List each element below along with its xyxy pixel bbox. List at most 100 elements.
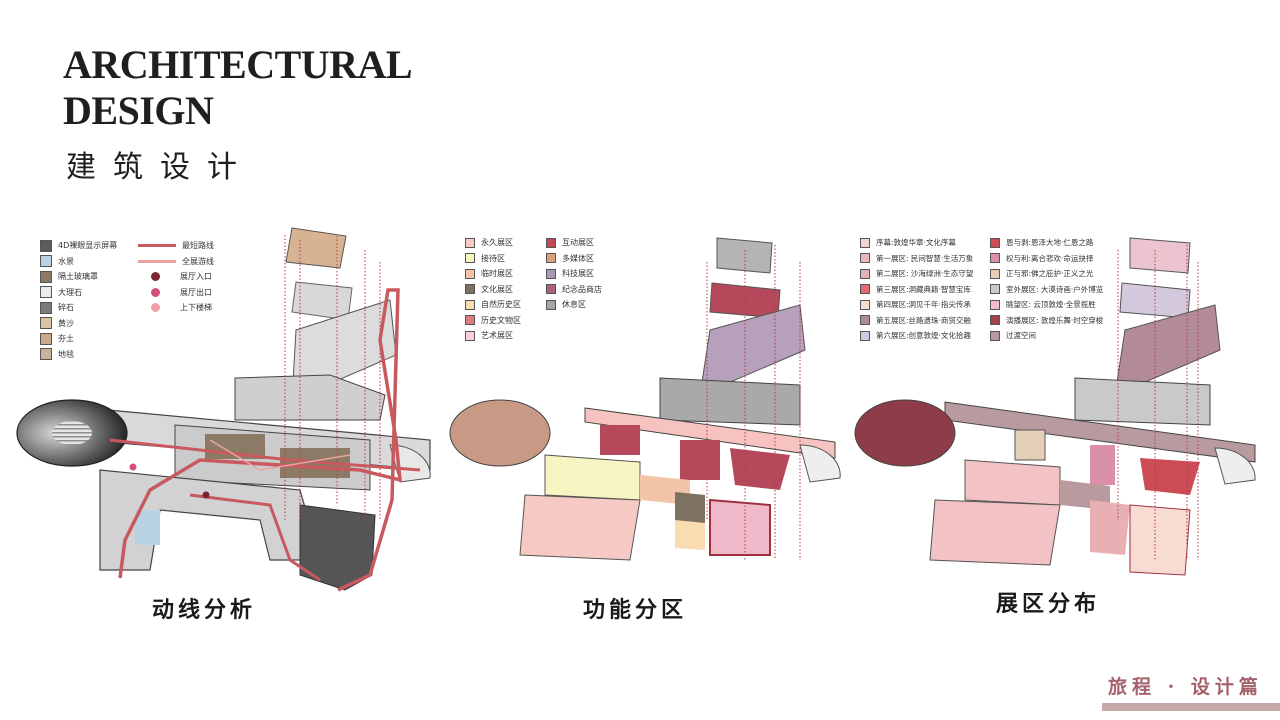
swatch-marble	[40, 286, 52, 299]
legend-label: 纪念品商店	[562, 284, 602, 294]
legend-swatch	[860, 284, 870, 295]
exit-dot-icon	[151, 287, 160, 297]
legend-label: 最短路线	[182, 241, 214, 251]
legend-item: 第一展区: 民间智慧·生活万象	[860, 251, 973, 267]
legend-label: 夯土	[58, 334, 74, 344]
legend-swatch	[546, 284, 556, 295]
legend-item: 黄沙	[40, 316, 117, 332]
page-title: ARCHITECTURAL DESIGN	[63, 42, 413, 134]
exhibition-legend-col2: 恩与剥:恩泽大地·仁恩之路权与利:离合悲欢·命运抉择正与邪:佛之庇护·正义之光室…	[990, 235, 1103, 344]
legend-swatch	[860, 299, 870, 310]
legend-label: 上下楼梯	[180, 303, 212, 313]
materials-legend: 4D裸眼显示屏幕 水景 隔土玻璃罩 大理石 碎石 黄沙 夯土 地毯	[40, 238, 117, 362]
legend-label: 恩与剥:恩泽大地·仁恩之路	[1006, 238, 1094, 248]
legend-label: 碎石	[58, 303, 74, 313]
legend-swatch	[546, 268, 556, 279]
caption-exhibition: 展区分布	[996, 592, 1101, 617]
legend-label: 第四展区:洞见千年·指尖传承	[876, 300, 971, 310]
legend-item: 地毯	[40, 347, 117, 363]
legend-item: 临时展区	[465, 266, 521, 282]
legend-swatch	[990, 253, 1000, 264]
legend-swatch	[465, 253, 475, 264]
caption-circulation: 动线分析	[152, 598, 257, 623]
routes-legend: 最短路线 全展游线 展厅入口 展厅出口 上下楼梯	[138, 238, 214, 316]
legend-swatch	[465, 315, 475, 326]
legend-label: 展厅入口	[180, 272, 212, 282]
legend-label: 4D裸眼显示屏幕	[58, 241, 118, 251]
legend-label: 互动展区	[562, 238, 594, 248]
swatch-rammed-earth	[40, 332, 52, 345]
swatch-gravel	[40, 301, 52, 314]
legend-item: 自然历史区	[465, 297, 521, 313]
legend-item: 永久展区	[465, 235, 521, 251]
title-line-2: DESIGN	[63, 88, 214, 133]
shortest-route-line-icon	[138, 244, 176, 248]
legend-item: 隔土玻璃罩	[40, 269, 117, 285]
legend-item: 第五展区:丝路遗珠·商贸交融	[860, 313, 973, 329]
legend-item: 全展游线	[138, 254, 214, 270]
legend-item: 演播展区: 敦煌乐舞·时空穿梭	[990, 313, 1103, 329]
swatch-sand	[40, 317, 52, 330]
legend-label: 历史文物区	[481, 315, 521, 325]
page-subtitle-cn: 建筑设计	[66, 150, 254, 185]
legend-item: 互动展区	[546, 235, 602, 251]
legend-swatch	[465, 299, 475, 310]
legend-item: 恩与剥:恩泽大地·仁恩之路	[990, 235, 1103, 251]
function-legend-col2: 互动展区多媒体区科技展区纪念品商店休息区	[546, 235, 602, 313]
legend-item: 第六展区:创意敦煌·文化拾趣	[860, 328, 973, 344]
full-tour-line-icon	[138, 259, 176, 263]
legend-item: 展厅入口	[138, 269, 214, 285]
legend-swatch	[990, 315, 1000, 326]
legend-swatch	[546, 237, 556, 248]
legend-item: 4D裸眼显示屏幕	[40, 238, 117, 254]
legend-item: 科技展区	[546, 266, 602, 282]
legend-swatch	[860, 253, 870, 264]
legend-swatch	[860, 237, 870, 248]
legend-label: 休息区	[562, 300, 586, 310]
legend-item: 展厅出口	[138, 285, 214, 301]
legend-item: 上下楼梯	[138, 300, 214, 316]
legend-item: 大理石	[40, 285, 117, 301]
swatch-water	[40, 255, 52, 268]
legend-label: 多媒体区	[562, 253, 594, 263]
legend-swatch	[465, 284, 475, 295]
legend-item: 纪念品商店	[546, 282, 602, 298]
legend-swatch	[860, 268, 870, 279]
legend-label: 艺术展区	[481, 331, 513, 341]
function-legend-col1: 永久展区接待区临时展区文化展区自然历史区历史文物区艺术展区	[465, 235, 521, 344]
legend-item: 水景	[40, 254, 117, 270]
stairs-dot-icon	[151, 303, 160, 313]
entrance-dot-icon	[151, 272, 160, 282]
legend-item: 文化展区	[465, 282, 521, 298]
legend-item: 室外展区: 大漠诗画·户外博览	[990, 282, 1103, 298]
legend-label: 全展游线	[182, 256, 214, 266]
legend-item: 过渡空间	[990, 328, 1103, 344]
legend-label: 黄沙	[58, 318, 74, 328]
legend-item: 第四展区:洞见千年·指尖传承	[860, 297, 973, 313]
legend-label: 演播展区: 敦煌乐舞·时空穿梭	[1006, 315, 1104, 325]
legend-item: 序幕:敦煌华章·文化序幕	[860, 235, 973, 251]
legend-swatch	[860, 330, 870, 341]
legend-item: 第三展区:洞藏典籍·智慧宝库	[860, 282, 973, 298]
legend-label: 第五展区:丝路遗珠·商贸交融	[876, 315, 971, 325]
legend-item: 多媒体区	[546, 251, 602, 267]
legend-label: 接待区	[481, 253, 505, 263]
legend-label: 正与邪:佛之庇护·正义之光	[1006, 269, 1094, 279]
legend-label: 隔土玻璃罩	[58, 272, 98, 282]
legend-label: 过渡空间	[1006, 331, 1036, 341]
swatch-4d-screen	[40, 239, 52, 252]
legend-label: 展厅出口	[180, 287, 212, 297]
circulation-plan	[16, 227, 431, 592]
legend-swatch	[990, 299, 1000, 310]
legend-swatch	[990, 330, 1000, 341]
legend-swatch	[990, 284, 1000, 295]
legend-item: 艺术展区	[465, 328, 521, 344]
legend-item: 权与利:离合悲欢·命运抉择	[990, 251, 1103, 267]
legend-label: 文化展区	[481, 284, 513, 294]
legend-swatch	[860, 315, 870, 326]
legend-swatch	[990, 237, 1000, 248]
legend-item: 眺望区: 云顶敦煌·全景揽胜	[990, 297, 1103, 313]
exhibition-legend-col1: 序幕:敦煌华章·文化序幕第一展区: 民间智慧·生活万象第二展区: 沙海绿洲·生态…	[860, 235, 973, 344]
legend-swatch	[465, 237, 475, 248]
